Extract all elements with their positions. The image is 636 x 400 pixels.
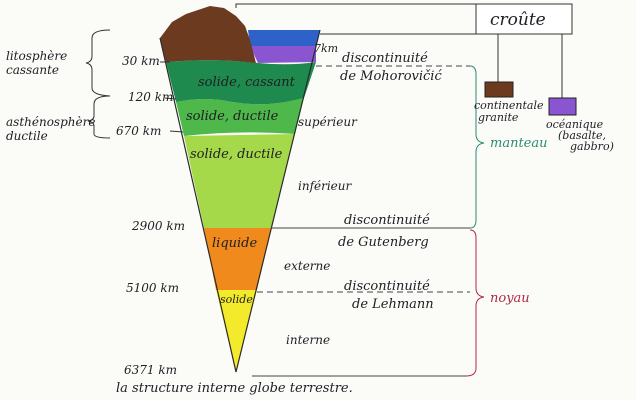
moho-label-line2: de Mohorovičić xyxy=(340,69,442,84)
lehmann-label-line1: discontinuité xyxy=(344,279,430,294)
lithosphere-label-line1: litosphère xyxy=(6,49,67,63)
label-externe: externe xyxy=(284,259,330,273)
layer-label-solide-ductile-upper: solide, ductile xyxy=(186,109,279,124)
croute-box xyxy=(475,3,573,35)
label-interne: interne xyxy=(286,333,330,347)
leader-670km xyxy=(169,130,184,133)
depth-2900km: 2900 km xyxy=(131,219,185,233)
label-superieur: supérieur xyxy=(298,115,358,129)
layer-label-solide-ductile-lower: solide, ductile xyxy=(190,147,283,162)
asthenosphere-layer xyxy=(176,98,304,136)
oceanique-label-line1: océanique xyxy=(546,118,604,131)
oceanic-swatch xyxy=(548,97,577,116)
continentale-label-line1: continentale xyxy=(474,99,544,112)
leader-120km xyxy=(164,97,177,100)
mantle-bracket xyxy=(469,65,485,229)
gutenberg-label-line2: de Gutenberg xyxy=(338,235,429,250)
lower-mantle-layer xyxy=(184,134,295,228)
cone-outline xyxy=(159,29,321,373)
oceanic-crust-layer xyxy=(250,44,316,63)
layer-label-solide: solide xyxy=(220,293,253,306)
continental-crust-layer xyxy=(160,6,256,63)
depth-670km: 670 km xyxy=(116,124,161,138)
depth-30km: 30 km xyxy=(122,54,160,68)
diagram-title: la structure interne globe terrestre. xyxy=(116,381,353,396)
depth-6371km: 6371 km xyxy=(124,363,177,377)
asthenosphere-brace xyxy=(87,95,111,139)
noyau-label: noyau xyxy=(490,291,530,306)
manteau-label: manteau xyxy=(490,136,548,151)
gutenberg-label-line1: discontinuité xyxy=(344,213,430,228)
depth-5100km: 5100 km xyxy=(126,281,179,295)
croute-connector-continental xyxy=(235,3,476,8)
asthenosphere-label-line1: asthénosphère xyxy=(6,115,95,129)
lithosphere-brace xyxy=(85,29,111,97)
oceanique-label-line3: gabbro) xyxy=(570,140,614,153)
continentale-label-line2: granite xyxy=(478,111,519,124)
outer-core-layer xyxy=(204,228,271,290)
moho-label-line1: discontinuité xyxy=(342,51,428,66)
inner-core-layer xyxy=(216,290,257,372)
ocean-water-layer xyxy=(248,30,320,46)
core-bracket xyxy=(465,229,485,377)
depth-7km: 7km xyxy=(314,42,338,55)
lithospheric-mantle-layer xyxy=(166,60,316,105)
lithosphere-label-line2: cassante xyxy=(6,63,59,77)
label-inferieur: inférieur xyxy=(298,179,353,193)
continental-swatch xyxy=(484,81,514,98)
croute-label: croûte xyxy=(490,10,546,30)
depth-120km: 120 km xyxy=(128,90,173,104)
asthenosphere-label-line2: ductile xyxy=(6,129,48,143)
lehmann-label-line2: de Lehmann xyxy=(352,297,434,312)
oceanique-label-line2: (basalte, xyxy=(558,129,606,142)
layer-label-liquide: liquide xyxy=(212,236,257,251)
layer-label-solide-cassant: solide, cassant xyxy=(198,75,296,90)
